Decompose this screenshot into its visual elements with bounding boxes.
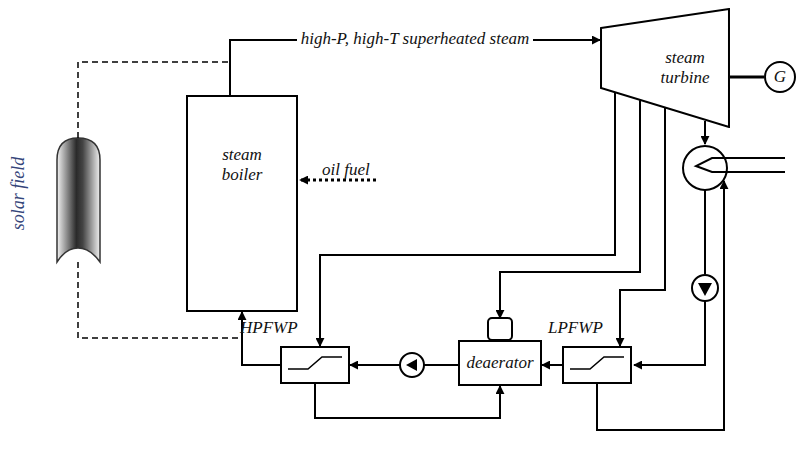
lp-drain-line xyxy=(597,181,724,430)
condensate-pump xyxy=(692,275,718,301)
pump-symbol xyxy=(406,359,417,371)
flow-line xyxy=(500,100,640,318)
solar-loop-bottom xyxy=(78,262,240,338)
heater-label: LPFWP xyxy=(548,318,603,338)
generator-circle: G xyxy=(764,61,796,93)
exhaust-line xyxy=(704,121,706,144)
process-box: steam boiler xyxy=(186,95,298,312)
heater-symbol xyxy=(570,357,624,369)
condensate-line xyxy=(634,301,705,365)
turbine-shape: steam turbine xyxy=(600,8,730,128)
solar-field-label: solar field xyxy=(8,157,29,231)
shaft-line xyxy=(730,76,764,79)
heater-label: HPFWP xyxy=(240,318,298,338)
node-label: G xyxy=(774,67,786,87)
process-box: LPFWP xyxy=(562,346,632,384)
condenser-coil xyxy=(696,158,785,172)
pump-symbol xyxy=(698,283,712,296)
process-box: deaerator xyxy=(458,340,542,386)
flow-line xyxy=(320,93,615,346)
node-label: deaerator xyxy=(466,353,533,373)
edge-label: high-P, high-T superheated steam xyxy=(297,29,534,49)
flow-line xyxy=(315,384,500,418)
condensate-line xyxy=(704,190,706,274)
feed-pump xyxy=(400,353,424,377)
turbine-outline xyxy=(601,9,729,127)
node-label: steam boiler xyxy=(207,145,277,184)
process-box: HPFWP xyxy=(280,346,350,384)
fuel-label: oil fuel xyxy=(322,160,370,180)
deaerator-dome xyxy=(488,318,512,340)
node-label: steam turbine xyxy=(646,48,724,87)
solar-collector xyxy=(57,138,100,262)
flow-line xyxy=(620,108,665,346)
flow-line xyxy=(542,364,562,366)
solar-loop-top xyxy=(78,62,228,138)
condenser xyxy=(683,146,727,190)
heater-symbol xyxy=(288,357,342,369)
